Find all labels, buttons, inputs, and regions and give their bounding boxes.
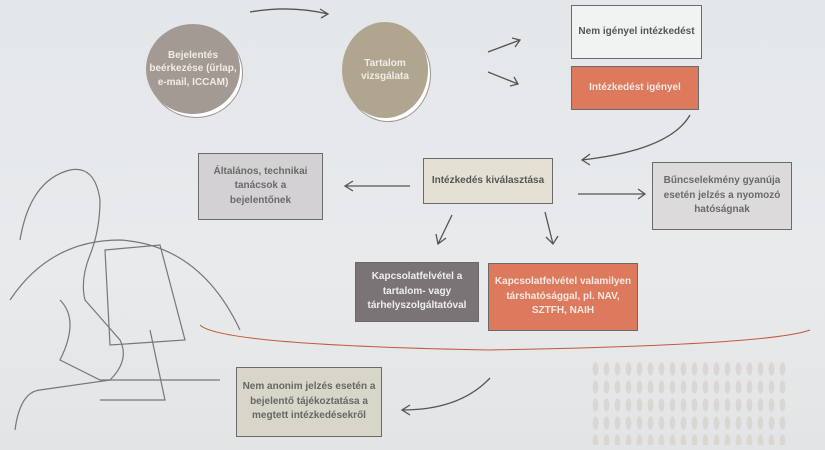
node-content-review: Tartalom vizsgálata (342, 22, 428, 118)
node-contact-authority: Kapcsolatfelvétel valamilyen társhatóság… (488, 263, 638, 331)
node-crime-report: Bűncselekmény gyanúja esetén jelzés a ny… (652, 162, 792, 230)
person-at-computer-illustration (9, 168, 241, 431)
decorative-dot-pattern (590, 360, 790, 445)
node-general-advice: Általános, technikai tanácsok a bejelent… (198, 153, 323, 220)
node-select-action: Intézkedés kiválasztása (423, 158, 553, 204)
node-contact-host: Kapcsolatfelvétel a tartalom- vagy tárhe… (355, 262, 479, 322)
node-no-action: Nem igényel intézkedést (571, 5, 702, 59)
node-intake: Bejelentés beérkezése (űrlap, e-mail, IC… (146, 24, 240, 114)
node-action-needed: Intézkedést igényel (571, 66, 699, 110)
node-inform-reporter: Nem anonim jelzés esetén a bejelentő táj… (236, 367, 382, 437)
